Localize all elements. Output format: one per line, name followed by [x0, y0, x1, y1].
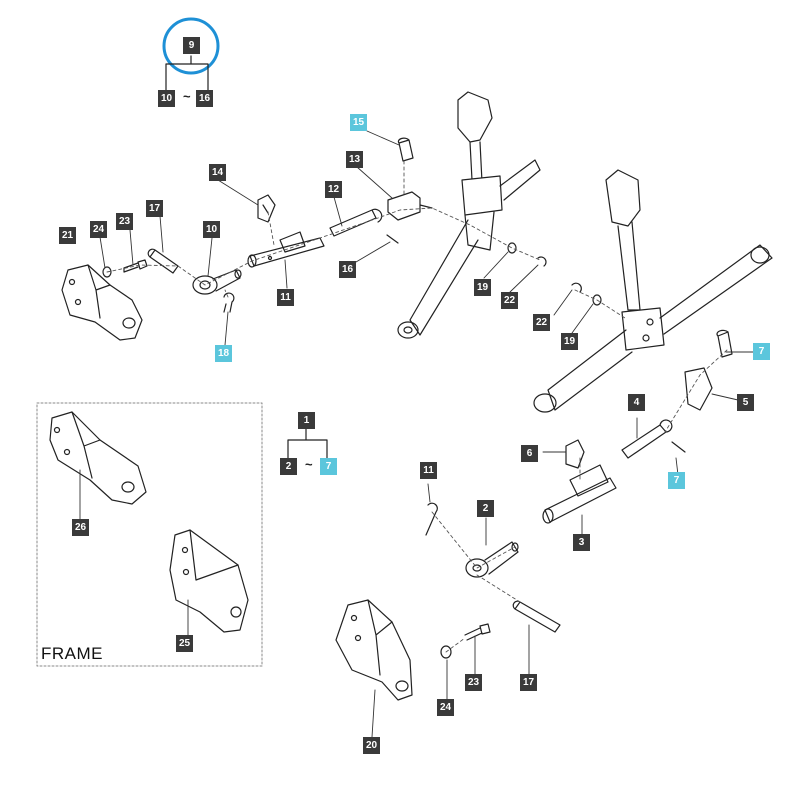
part-7-pin-a: [716, 329, 733, 358]
part-5-bracket: [684, 367, 713, 411]
part-23-bolt-b: [464, 623, 491, 641]
part-21-bracket: [61, 264, 143, 341]
upper-link-right: [533, 169, 773, 413]
highlight-circle: [162, 17, 220, 75]
part-23-bolt: [123, 259, 148, 273]
callout-24-upper: 24: [90, 221, 107, 238]
range-tilde-9: ~: [183, 89, 191, 104]
callout-1: 1: [298, 412, 315, 429]
part-2-balljoint: [465, 541, 519, 578]
callout-11-lower: 11: [420, 462, 437, 479]
part-7-cotter: [671, 441, 686, 453]
part-10-balljoint: [192, 269, 242, 295]
callout-19-left: 19: [474, 279, 491, 296]
callout-7-range-end: 7: [320, 458, 337, 475]
part-26-frame-bracket: [49, 411, 147, 505]
callout-2-range-start: 2: [280, 458, 297, 475]
part-22-clip-b: [571, 282, 582, 293]
part-19-washer-b: [592, 294, 602, 306]
callout-11-upper: 11: [277, 289, 294, 306]
part-20-bracket: [335, 599, 413, 701]
part-24-washer-b: [440, 645, 452, 659]
part-16-cotter: [386, 234, 399, 244]
callout-13: 13: [346, 151, 363, 168]
callout-15: 15: [350, 114, 367, 131]
callout-18: 18: [215, 345, 232, 362]
part-25-frame-plate: [169, 529, 249, 633]
callout-10-range-start: 10: [158, 90, 175, 107]
callout-24-lower: 24: [437, 699, 454, 716]
part-24-washer: [102, 266, 112, 278]
frame-box: [36, 402, 263, 667]
upper-link-left: [397, 91, 541, 339]
part-22-clip-a: [537, 256, 547, 267]
callout-10: 10: [203, 221, 220, 238]
callout-19-right: 19: [561, 333, 578, 350]
callout-21: 21: [59, 227, 76, 244]
part-15-pin: [397, 137, 414, 162]
callout-2: 2: [477, 500, 494, 517]
callout-16-range-end: 16: [196, 90, 213, 107]
callout-25: 25: [176, 635, 193, 652]
part-19-washer-a: [507, 242, 517, 254]
callout-3: 3: [573, 534, 590, 551]
range-tilde-1: ~: [305, 457, 313, 472]
callout-22-left: 22: [501, 292, 518, 309]
callout-17-lower: 17: [520, 674, 537, 691]
part-17-pin: [147, 248, 179, 274]
callout-14: 14: [209, 164, 226, 181]
callout-20: 20: [363, 737, 380, 754]
callout-4: 4: [628, 394, 645, 411]
callout-17-upper: 17: [146, 200, 163, 217]
part-11-clip: [425, 502, 438, 536]
part-14-clip: [257, 194, 276, 223]
part-11-tube: [247, 231, 325, 268]
callout-22-right: 22: [533, 314, 550, 331]
frame-label: FRAME: [41, 644, 103, 663]
callout-26: 26: [72, 519, 89, 536]
part-17-pin-b: [512, 600, 561, 633]
part-4-pin: [621, 419, 673, 459]
callout-16: 16: [339, 261, 356, 278]
group-bracket-1: [287, 427, 328, 459]
group-bracket-9: [165, 55, 209, 91]
callout-9: 9: [183, 37, 200, 54]
part-6-clip: [565, 439, 585, 469]
callout-23-lower: 23: [465, 674, 482, 691]
callout-23-upper: 23: [116, 213, 133, 230]
part-18-clip: [223, 292, 235, 313]
callout-6: 6: [521, 445, 538, 462]
callout-5: 5: [737, 394, 754, 411]
part-3-tube: [542, 464, 617, 524]
callout-12: 12: [325, 181, 342, 198]
callout-7-lower: 7: [668, 472, 685, 489]
callout-7-upper: 7: [753, 343, 770, 360]
part-13-bracket: [387, 191, 433, 221]
